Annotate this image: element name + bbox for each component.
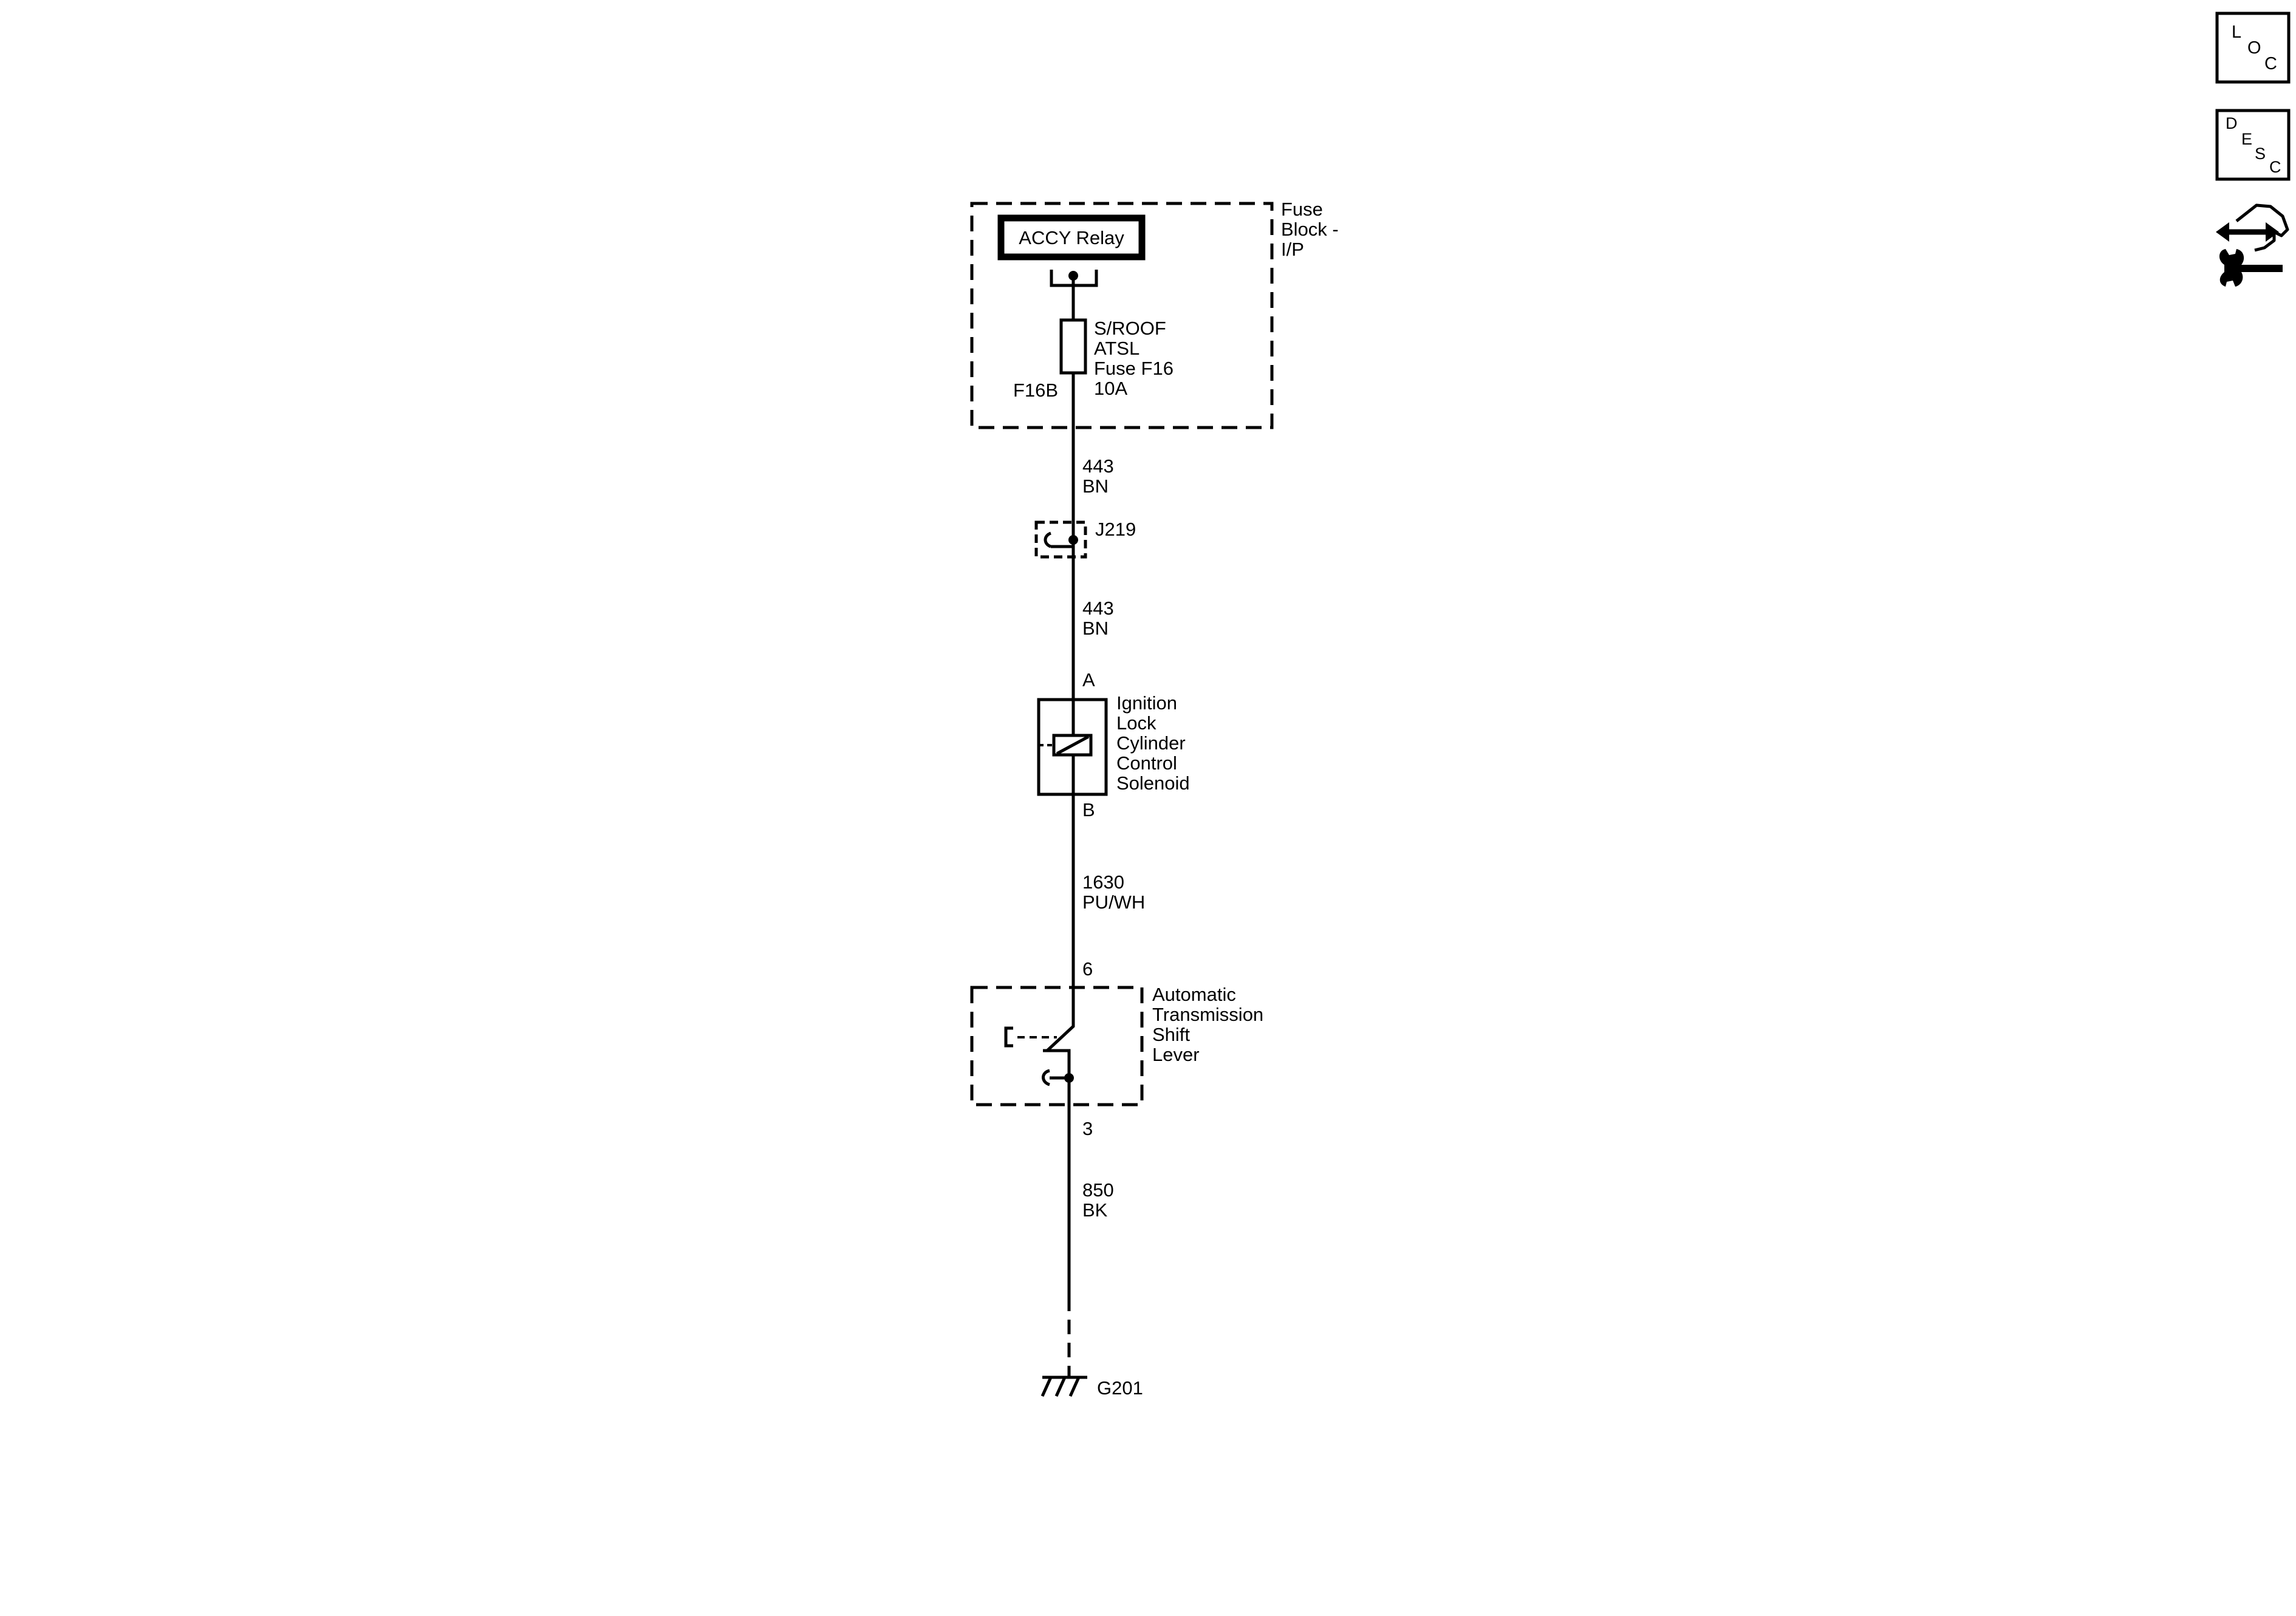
wire-label-1: 443 BN xyxy=(1082,455,1119,497)
shift-lever-switch xyxy=(1046,987,1075,1052)
svg-text:S: S xyxy=(2255,145,2266,163)
wire-label-2: 443 BN xyxy=(1082,598,1119,639)
svg-text:C: C xyxy=(2269,158,2281,176)
connector-repair-icon[interactable] xyxy=(2216,203,2289,287)
splice-label: J219 xyxy=(1095,519,1136,540)
shift-lever-outline xyxy=(970,986,1144,1106)
ignition-lock-solenoid: A B Ignition Lock Cylinder Control Solen… xyxy=(1037,669,1191,820)
splice-node xyxy=(1068,535,1078,545)
fuse-terminal-label: F16B xyxy=(1013,380,1058,401)
solenoid-pin-a: A xyxy=(1082,669,1095,690)
solenoid-coil-diagonal xyxy=(1056,735,1090,755)
shift-lever-node xyxy=(1064,1073,1074,1083)
fuse-block-label: Fuse Block - I/P xyxy=(1281,199,1344,260)
accy-relay xyxy=(997,214,1146,261)
splice-j219: J219 xyxy=(1034,519,1136,559)
solenoid-label: Ignition Lock Cylinder Control Solenoid xyxy=(1116,692,1191,794)
loc-button[interactable]: L O C xyxy=(2215,12,2291,84)
svg-text:D: D xyxy=(2226,114,2238,132)
fuse-block-outline xyxy=(970,202,1274,429)
accy-relay-label: ACCY Relay xyxy=(1019,227,1124,248)
main-wire xyxy=(1067,276,1075,1377)
shift-lever-pin-3: 3 xyxy=(1082,1118,1093,1139)
svg-text:O: O xyxy=(2247,38,2261,58)
splice-connector xyxy=(1044,531,1073,548)
solenoid-pin-b: B xyxy=(1082,799,1095,820)
wire-label-3: 1630 PU/WH xyxy=(1082,871,1145,913)
shift-lever-label: Automatic Transmission Shift Lever xyxy=(1152,984,1269,1065)
svg-text:L: L xyxy=(2232,22,2241,42)
ground-label: G201 xyxy=(1097,1377,1143,1399)
svg-text:E: E xyxy=(2241,130,2252,148)
fuse-label: S/ROOF ATSL Fuse F16 10A xyxy=(1094,318,1179,399)
shift-lever: 6 3 Automatic Transmission Shift Lever xyxy=(970,958,1269,1139)
svg-text:C: C xyxy=(2264,54,2277,73)
shift-lever-switch-contact xyxy=(1043,1049,1071,1078)
shift-lever-mech-link xyxy=(1004,1026,1013,1048)
splice-outline xyxy=(1034,520,1087,559)
ground-g201: G201 xyxy=(1040,1376,1143,1399)
fuse-block: Fuse Block - I/P ACCY Relay S/ROOF ATSL … xyxy=(970,199,1344,429)
shift-lever-pin-6: 6 xyxy=(1082,958,1093,980)
fuse-f16 xyxy=(1059,318,1087,375)
wire-label-4: 850 BK xyxy=(1082,1179,1119,1221)
desc-button[interactable]: D E S C xyxy=(2215,109,2291,181)
